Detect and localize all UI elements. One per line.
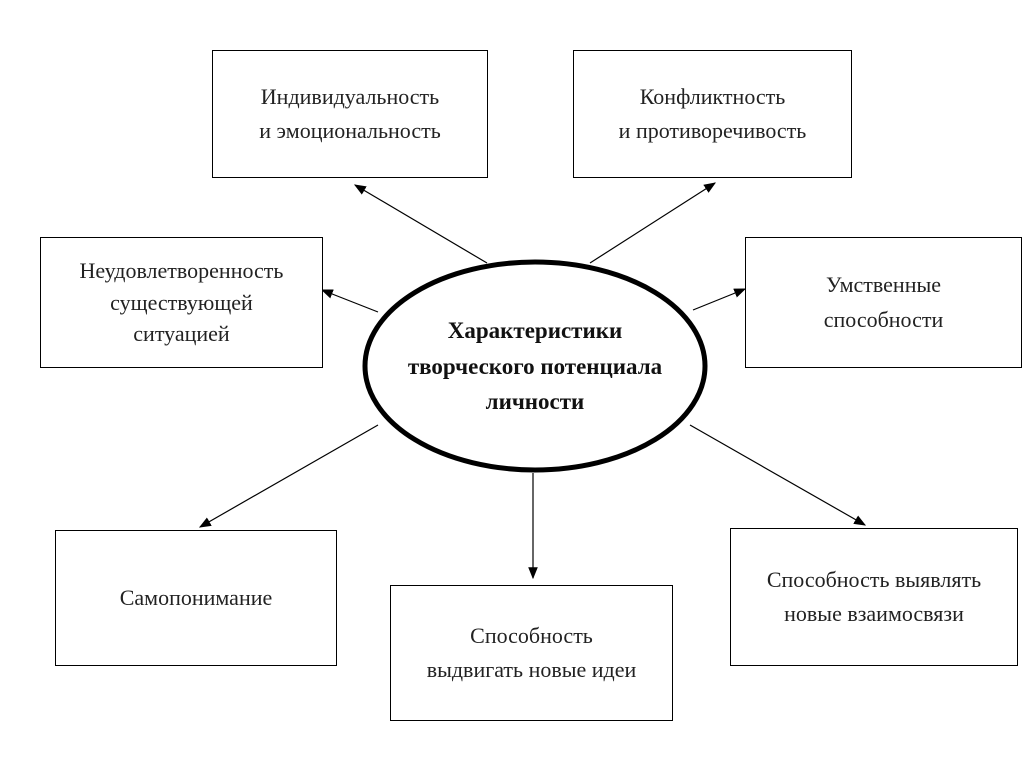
center-node: Характеристики творческого потенциала ли… [363, 260, 707, 473]
box-line: Способность выявлять [766, 566, 982, 592]
box-line: Неудовлетворенность [79, 257, 284, 283]
box-dissatisfaction: Неудовлетворенность существующей ситуаци… [40, 237, 323, 368]
box-line: Индивидуальность [260, 83, 440, 109]
box-line: Самопонимание [119, 584, 273, 610]
box-line: ситуацией [133, 321, 230, 347]
box-new-relations: Способность выявлять новые взаимосвязи [730, 528, 1018, 666]
arrow-relations [689, 424, 867, 526]
box-line: новые взаимосвязи [784, 601, 964, 626]
center-line: Характеристики [447, 318, 623, 344]
box-line: существующей [110, 289, 253, 315]
arrow-individuality [353, 184, 488, 264]
center-ellipse [362, 259, 708, 473]
box-line: способности [823, 306, 944, 332]
box-line: Умственные [825, 272, 942, 298]
box-self-understanding: Самопонимание [55, 530, 337, 666]
arrow-mental [692, 288, 747, 311]
arrow-conflict [589, 182, 717, 264]
arrow-dissatisfaction [320, 289, 379, 313]
box-individuality: Индивидуальность и эмоциональность [212, 50, 488, 178]
box-line: выдвигать новые идеи [426, 657, 637, 682]
center-line: творческого потенциала [407, 353, 663, 379]
box-new-ideas: Способность выдвигать новые идеи [390, 585, 673, 721]
arrow-self-understanding [198, 424, 379, 528]
box-line: и эмоциональность [259, 118, 441, 143]
box-line: Конфликтность [639, 83, 786, 109]
box-line: и противоречивость [618, 118, 807, 143]
center-line: личности [485, 389, 585, 415]
box-line: Способность [470, 622, 593, 648]
box-conflict: Конфликтность и противоречивость [573, 50, 852, 178]
box-mental-abilities: Умственные способности [745, 237, 1022, 368]
